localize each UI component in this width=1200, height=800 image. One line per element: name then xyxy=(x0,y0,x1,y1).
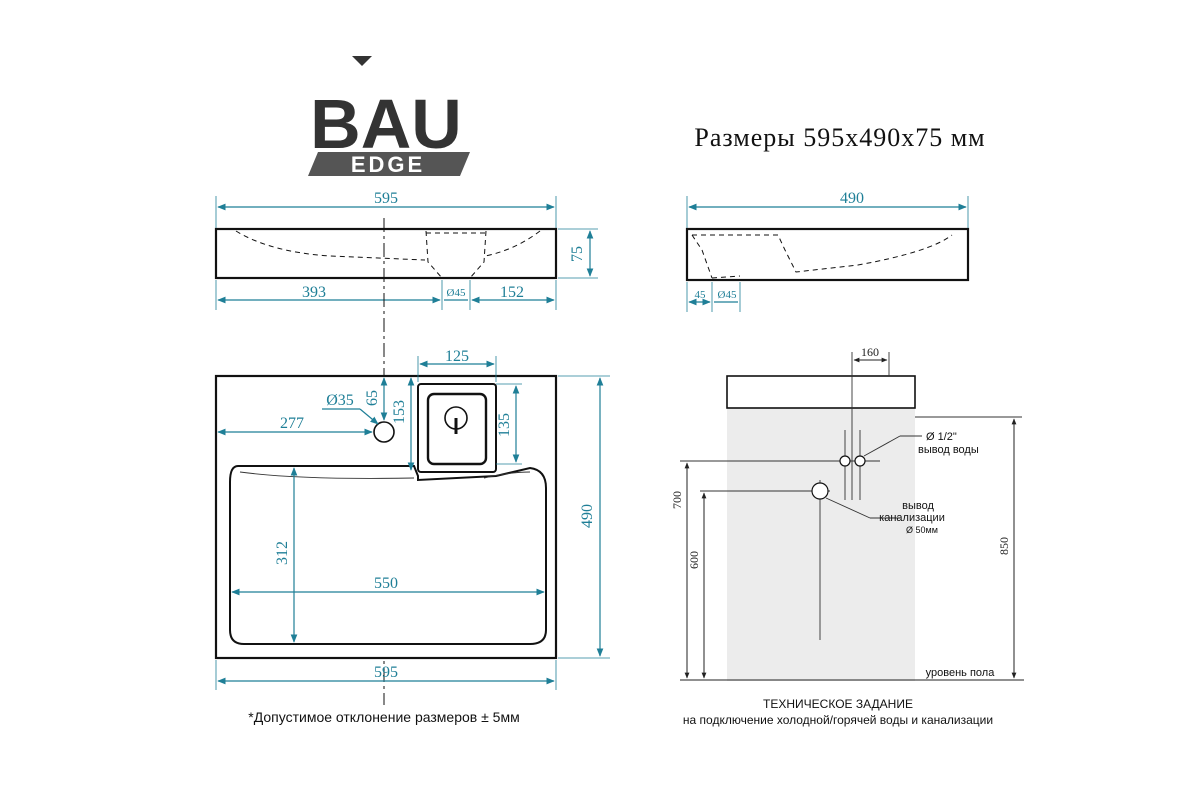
drain-label-line1: вывод xyxy=(902,500,934,512)
floor-level-label: уровень пола xyxy=(926,667,996,679)
water-pipe-size-label: Ø 1/2" xyxy=(926,431,957,443)
spec-subtitle: на подключение холодной/горячей воды и к… xyxy=(683,713,993,727)
tolerance-footnote: *Допустимое отклонение размеров ± 5мм xyxy=(248,709,519,725)
front-width-label: 595 xyxy=(374,190,398,207)
plan-tap-hole-label: Ø35 xyxy=(326,392,354,409)
wall-area xyxy=(727,407,915,681)
plan-tap-left-label: 277 xyxy=(280,415,304,432)
drain-diameter-label: Ø 50мм xyxy=(906,525,938,535)
side-view: 490 45 Ø45 xyxy=(685,190,970,312)
height-700-label: 700 xyxy=(670,491,684,509)
plan-niche-depth-label: 153 xyxy=(391,400,408,424)
plan-depth-label: 490 xyxy=(579,504,596,528)
plan-width-bottom-label: 595 xyxy=(374,664,398,681)
plan-tap-offset-label: 65 xyxy=(364,390,381,406)
side-drain-label: Ø45 xyxy=(718,289,737,301)
logo-brand-text: BAU xyxy=(310,85,462,163)
water-outlet-label: вывод воды xyxy=(918,444,979,456)
front-right-offset-label: 152 xyxy=(500,284,524,301)
height-600-label: 600 xyxy=(687,551,701,569)
plan-bowl-depth-label: 312 xyxy=(274,541,291,565)
front-outline xyxy=(214,227,558,280)
drain-label-line2: канализации xyxy=(879,512,945,524)
sink-side-block xyxy=(726,375,916,409)
plan-bowl-width-label: 550 xyxy=(374,575,398,592)
plan-inner-niche-label: 135 xyxy=(496,413,513,437)
spec-title: ТЕХНИЧЕСКОЕ ЗАДАНИЕ xyxy=(763,697,913,711)
front-drain-label: Ø45 xyxy=(447,287,466,299)
install-top-offset-label: 160 xyxy=(861,345,879,359)
plan-view: 125 Ø35 65 153 135 277 490 312 550 xyxy=(214,348,610,690)
front-height-label: 75 xyxy=(569,246,586,262)
side-depth-label: 490 xyxy=(840,190,864,207)
front-view: 595 75 393 Ø45 152 xyxy=(214,190,598,310)
side-offset-label: 45 xyxy=(695,289,707,301)
front-left-offset-label: 393 xyxy=(302,284,326,301)
installation-view: 160 Ø 1/2" вывод воды вывод канализации … xyxy=(670,345,1024,681)
brand-logo: BAU EDGE xyxy=(296,56,476,177)
plan-niche-width-label: 125 xyxy=(445,348,469,365)
page-title: Размеры 595x490x75 мм xyxy=(694,123,985,152)
logo-sub-text: EDGE xyxy=(351,152,425,177)
height-850-label: 850 xyxy=(997,537,1011,555)
side-outline xyxy=(685,227,970,282)
